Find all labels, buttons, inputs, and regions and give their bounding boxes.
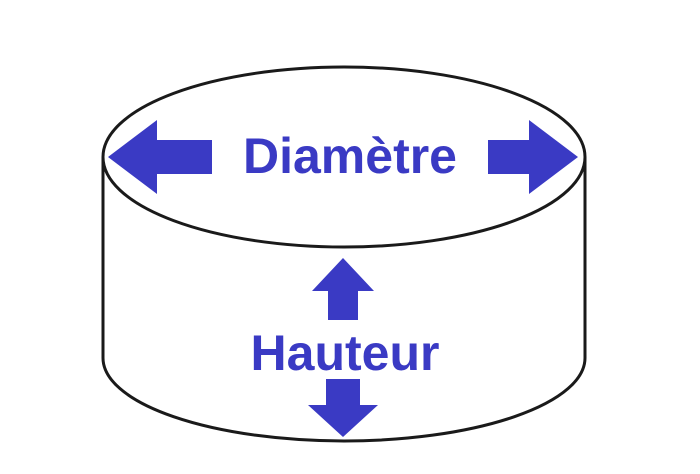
arrow-right-icon (488, 120, 578, 194)
height-indicator: Hauteur (251, 258, 440, 437)
diameter-label: Diamètre (243, 128, 457, 184)
diameter-indicator: Diamètre (108, 120, 578, 194)
arrow-up-icon (312, 258, 374, 320)
cylinder-top-ellipse (101, 65, 587, 249)
arrow-left-icon (108, 120, 212, 194)
height-label: Hauteur (251, 325, 440, 381)
arrow-down-icon (308, 379, 378, 437)
